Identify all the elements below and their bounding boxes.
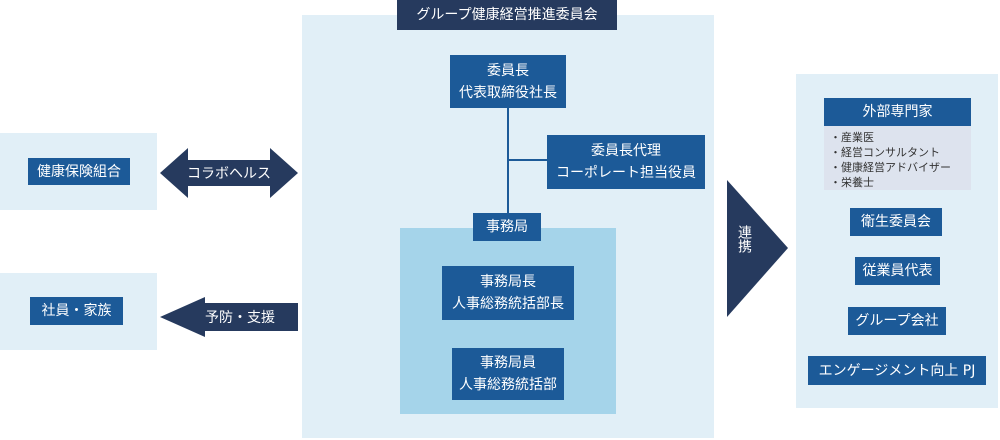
group-company-box: グループ会社 xyxy=(848,307,946,335)
secretariat-head-box: 事務局長 人事総務統括部長 xyxy=(442,266,574,320)
vice-role: 委員長代理 xyxy=(591,143,661,159)
connector-line xyxy=(508,159,548,161)
health-committee-box: 衛生委員会 xyxy=(850,208,942,236)
double-arrow-icon xyxy=(160,148,298,198)
experts-card: 外部専門家 産業医 経営コンサルタント 健康経営アドバイザー 栄養士 xyxy=(824,98,971,190)
experts-title: 外部専門家 xyxy=(824,98,971,126)
left-arrow-icon xyxy=(160,297,298,337)
list-item: 経営コンサルタント xyxy=(830,145,971,160)
chair-role: 委員長 xyxy=(487,62,529,79)
chair-name: 代表取締役社長 xyxy=(459,84,557,101)
right-arrow-icon xyxy=(727,180,788,317)
committee-title: グループ健康経営推進委員会 xyxy=(397,0,617,30)
vice-name: コーポレート担当役員 xyxy=(556,165,696,181)
list-item: 栄養士 xyxy=(830,175,971,190)
link-label: 連携 xyxy=(736,225,752,253)
collab-label: コラボヘルス xyxy=(187,166,271,182)
member-name: 人事総務統括部 xyxy=(459,377,557,393)
head-role: 事務局長 xyxy=(480,274,536,290)
head-name: 人事総務統括部長 xyxy=(452,296,564,312)
chair-box: 委員長 代表取締役社長 xyxy=(450,55,566,108)
secretariat-member-box: 事務局員 人事総務統括部 xyxy=(452,348,564,400)
employee-rep-box: 従業員代表 xyxy=(855,257,940,285)
engagement-pj-box: エンゲージメント向上 PJ xyxy=(808,356,986,385)
list-item: 健康経営アドバイザー xyxy=(830,160,971,175)
experts-list: 産業医 経営コンサルタント 健康経営アドバイザー 栄養士 xyxy=(824,126,971,190)
health-insurance-box: 健康保険組合 xyxy=(28,158,130,185)
support-label: 予防・支援 xyxy=(205,310,275,326)
vice-chair-box: 委員長代理 コーポレート担当役員 xyxy=(547,135,705,189)
member-role: 事務局員 xyxy=(480,355,536,371)
employees-box: 社員・家族 xyxy=(30,297,123,325)
secretariat-label: 事務局 xyxy=(473,213,541,241)
connector-line xyxy=(507,108,509,214)
list-item: 産業医 xyxy=(830,130,971,145)
